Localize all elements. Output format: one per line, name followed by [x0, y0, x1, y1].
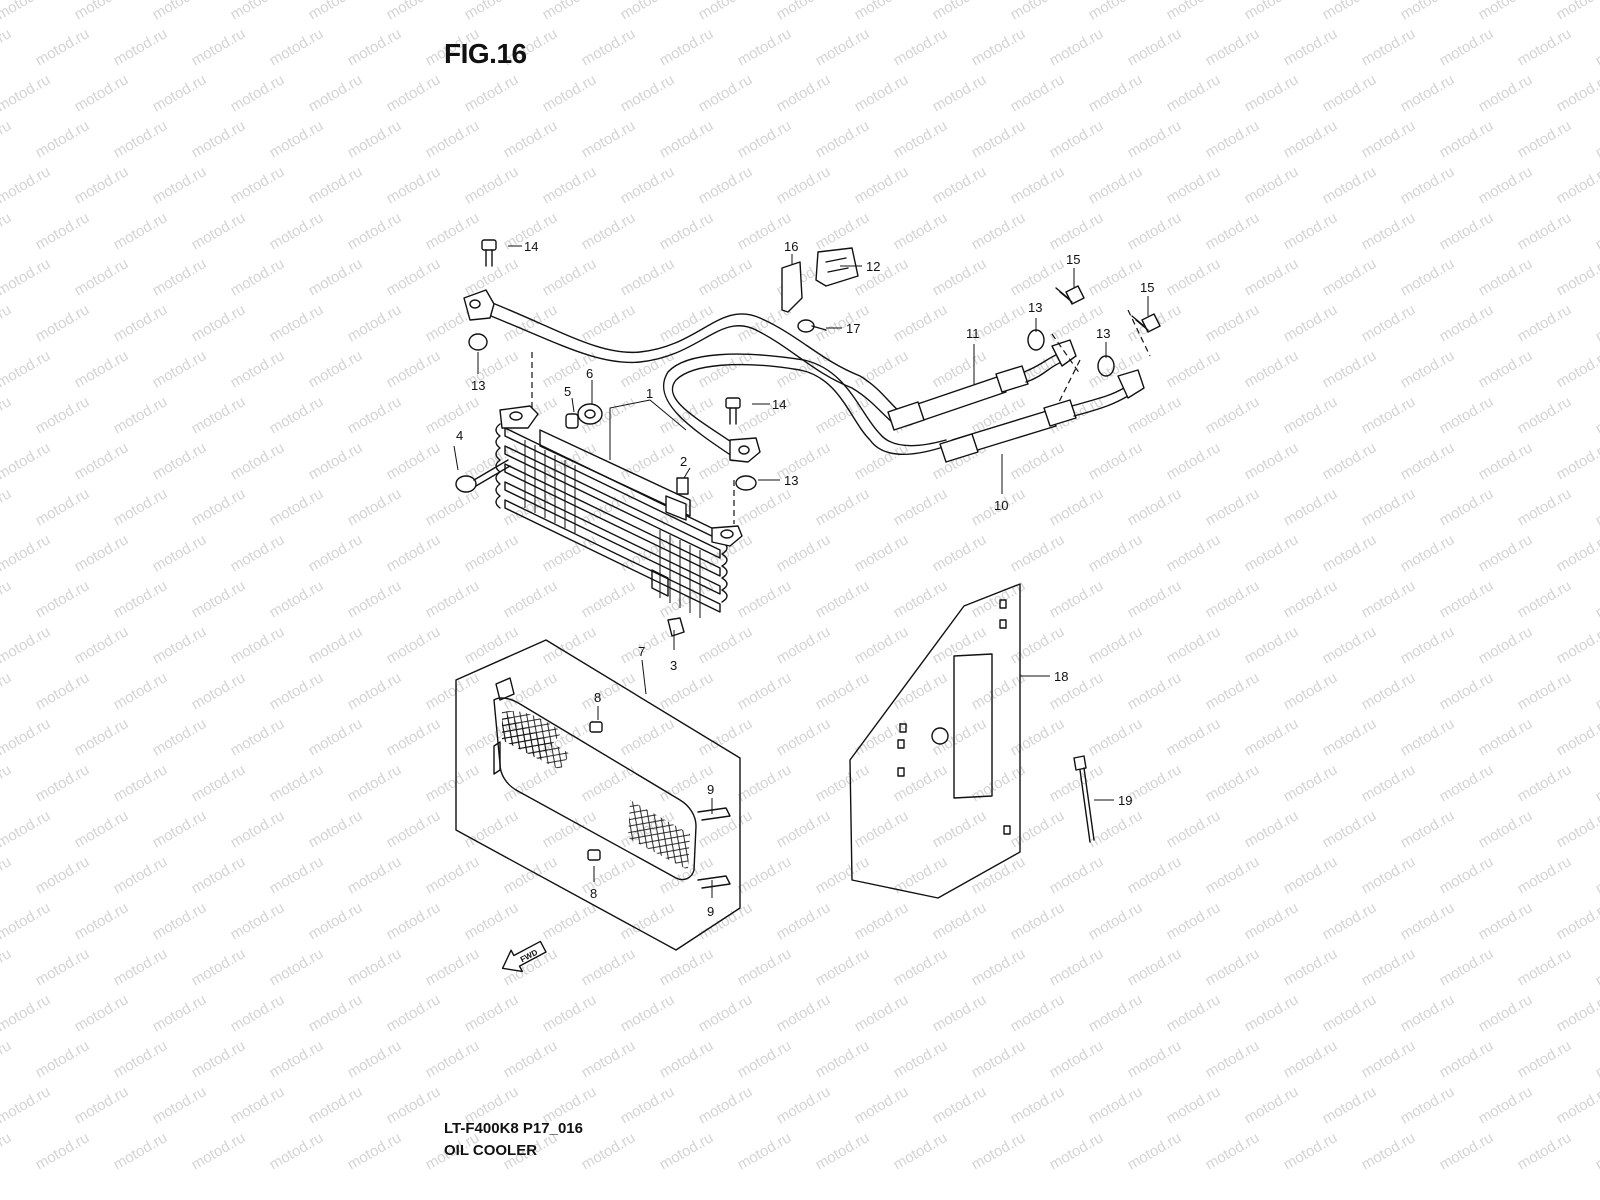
cushion-8a	[589, 721, 603, 733]
guard-cover-7	[455, 639, 741, 951]
oil-pipe-upper	[463, 289, 901, 423]
callout-4: 4	[456, 428, 463, 443]
clip-9a	[697, 807, 731, 821]
cushion-12	[815, 247, 859, 287]
clip-3	[667, 617, 685, 637]
bolt-15-left	[1055, 285, 1085, 305]
callout-15-right: 15	[1140, 280, 1154, 295]
callout-2: 2	[680, 454, 687, 469]
callout-19: 19	[1118, 793, 1132, 808]
callout-13-left: 13	[471, 378, 485, 393]
bolt-17	[797, 319, 827, 333]
o-ring-13c	[1027, 329, 1045, 351]
callout-6: 6	[586, 366, 593, 381]
callout-7: 7	[638, 644, 645, 659]
clamp-16	[781, 261, 803, 313]
callout-10: 10	[994, 498, 1008, 513]
callout-18: 18	[1054, 669, 1068, 684]
callout-3: 3	[670, 658, 677, 673]
collar-5	[565, 413, 579, 429]
bolt-4	[455, 459, 511, 493]
nut-2	[676, 477, 689, 495]
callout-17: 17	[846, 321, 860, 336]
callout-8-upper: 8	[594, 690, 601, 705]
callout-9-lower: 9	[707, 904, 714, 919]
o-ring-13a	[468, 333, 488, 351]
oil-hose-10	[939, 369, 1145, 463]
o-ring-13b	[735, 475, 757, 491]
callout-14-upper: 14	[524, 239, 538, 254]
callout-12: 12	[866, 259, 880, 274]
callout-13-middle: 13	[784, 473, 798, 488]
callout-13-hose-right: 13	[1096, 326, 1110, 341]
callout-13-hose-left: 13	[1028, 300, 1042, 315]
bolt-15-right	[1131, 313, 1161, 333]
clip-9b	[697, 875, 731, 889]
fwd-arrow-icon: FWD	[501, 940, 547, 973]
callout-14-lower: 14	[772, 397, 786, 412]
bolt-14-lower	[725, 397, 741, 425]
o-ring-13d	[1097, 355, 1115, 377]
section-name: OIL COOLER	[444, 1142, 538, 1159]
callout-15-left: 15	[1066, 252, 1080, 267]
callout-11: 11	[966, 326, 980, 341]
callout-8-lower: 8	[590, 886, 597, 901]
callout-1: 1	[646, 386, 653, 401]
cushion-8b	[587, 849, 601, 861]
callout-16: 16	[784, 239, 798, 254]
callout-9-upper: 9	[707, 782, 714, 797]
tie-19	[1073, 755, 1095, 843]
panel-18	[849, 583, 1021, 899]
cushion-6	[577, 403, 603, 425]
bolt-14-upper	[481, 239, 497, 267]
model-code: LT-F400K8 P17_016	[444, 1120, 583, 1137]
callout-5: 5	[564, 384, 571, 399]
